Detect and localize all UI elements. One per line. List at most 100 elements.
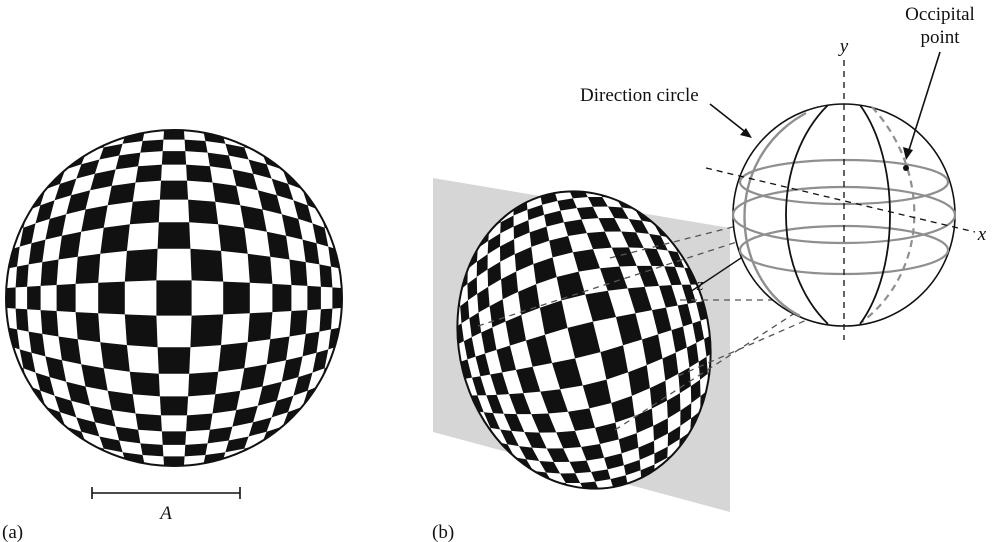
panel-b-checker-cell [507, 478, 522, 490]
panel-b-checker-cell [490, 372, 509, 395]
panel-b-checker-cell [634, 408, 654, 434]
panel-a-checker-cell [218, 224, 248, 254]
occipital-arrow [903, 51, 941, 160]
panel-a-checker-cell [90, 169, 116, 191]
panel-a-checker-cell [293, 200, 313, 224]
panel-a-checker-cell [107, 182, 136, 206]
panel-a-checker-cell [35, 200, 55, 224]
panel-a-checker-cell [248, 417, 272, 437]
panel-b-checker-cell [529, 226, 550, 247]
panel-b-checker-cell [649, 233, 668, 251]
panel-a-checker-cell [207, 426, 233, 444]
panel-a-checker-cell [107, 390, 136, 414]
panel-a-checker-cell [124, 314, 158, 348]
panel-a-checker-cell [19, 349, 36, 373]
panel-a-checker-cell [6, 231, 14, 253]
panel-a-checker-cell [240, 205, 267, 232]
panel-a-checker-cell [312, 349, 329, 373]
panel-b-checker-cell [627, 185, 644, 196]
panel-b-checker-cell [545, 489, 564, 498]
panel-a-scale-bar [91, 487, 241, 499]
panel-a-checker-cell [188, 371, 219, 397]
panel-a-checker-cell [66, 381, 91, 406]
panel-a-checker-cell [303, 152, 320, 169]
panel-a-checker-cell [56, 283, 76, 313]
panel-b-checker-cell [513, 220, 530, 240]
panel-b-checker-cell [556, 271, 586, 301]
panel-b-checker-cell [540, 389, 568, 414]
panel-a-checker-cell [75, 449, 96, 464]
panel-a-checker-cell [207, 152, 233, 170]
panel-b-checker-cell [570, 491, 589, 499]
panel-a-checker-cell [315, 404, 330, 423]
panel-b-checker-cell [690, 379, 701, 404]
panel-a-checker-cell [303, 427, 320, 444]
panel-b-checker-cell [460, 300, 470, 324]
panel-a-checker-cell [45, 356, 67, 382]
panel-a-checker-cell [212, 182, 241, 206]
panel-a-checker-cell [325, 376, 340, 397]
panel-a-checker-cell [334, 231, 342, 253]
panel-b-checker-cell [623, 459, 641, 476]
panel-a-checker-cell [281, 356, 303, 382]
panel-b-checker-cell [527, 204, 545, 221]
panel-a-checker-cell [291, 162, 310, 181]
panel-a-checker-cell [289, 310, 308, 337]
panel-a-checker-cell [186, 413, 213, 432]
panel-b-checker-cell [643, 195, 659, 207]
panel-b-checker-cell [671, 326, 687, 353]
panel-a-checker-cell [75, 253, 101, 284]
panel-b-board-rim [456, 190, 712, 490]
panel-b-checker-cell [471, 376, 487, 396]
panel-a-scale-label: A [158, 503, 172, 524]
panel-a-checker-cell [248, 159, 272, 179]
panel-b-checker-cell [503, 413, 525, 432]
panel-a-checker-cell [272, 146, 292, 163]
panel-a-checker-cell [302, 331, 320, 357]
panel-b-checker-cell [514, 246, 534, 272]
panel-a-checker-cell [247, 312, 273, 343]
panel-b-checker-cell [509, 473, 525, 485]
panel-a-checker-cell [309, 180, 326, 200]
occipital-label-line1: Occipital [905, 4, 975, 25]
panel-a-checker-cell [56, 433, 76, 450]
panel-b-checker-cell [622, 190, 640, 202]
panel-a-checker-cell [129, 371, 160, 397]
panel-b-checker-cell [604, 182, 623, 191]
panel-b-checker-cell [508, 393, 532, 415]
y-axis-label: y [838, 36, 849, 57]
panel-b-checker-cell [641, 334, 663, 366]
panel-a-checker-cell [18, 173, 33, 192]
panel-a-checker-cell [163, 130, 185, 140]
occipital-meridian [861, 106, 916, 323]
panel-a-checker-cell [8, 376, 23, 397]
panel-b-checker-cell [500, 215, 514, 234]
panel-b-checker-cell [567, 321, 601, 359]
panel-a-checker-cell [332, 287, 342, 309]
panel-a-checkerboard [5, 129, 343, 467]
occipital-label-line2: point [920, 27, 960, 48]
panel-b-checker-cell [546, 448, 570, 462]
panel-a-checker-cell [6, 287, 16, 309]
panel-b-checker-cell [667, 425, 681, 447]
panel-a-checker-cell [75, 132, 96, 147]
panel-a-checker-cell [18, 404, 33, 423]
panel-a-checker-cell [129, 199, 160, 225]
panel-b-checker-cell [569, 460, 592, 474]
panel-a-checker-cell [266, 231, 290, 260]
direction-circle-arrow [709, 103, 752, 138]
panel-b-checker-cell [528, 478, 546, 490]
panel-a-checker-cell [225, 143, 249, 160]
panel-a-checker-cell [252, 449, 273, 464]
panel-b-checker-cell [524, 431, 547, 449]
panel-b-checker-cell [576, 206, 599, 220]
panel-a-checker-cell [315, 173, 330, 192]
panel-b-checker-cell [567, 408, 596, 431]
panel-b-checker-cell [505, 314, 527, 346]
panel-a-checker-cell [76, 159, 100, 179]
panel-a-checker-cell [159, 396, 189, 416]
panel-a-checker-cell [219, 130, 241, 138]
panel-a-checker-cell [19, 223, 36, 247]
panel-b-checker-cell [611, 247, 637, 267]
